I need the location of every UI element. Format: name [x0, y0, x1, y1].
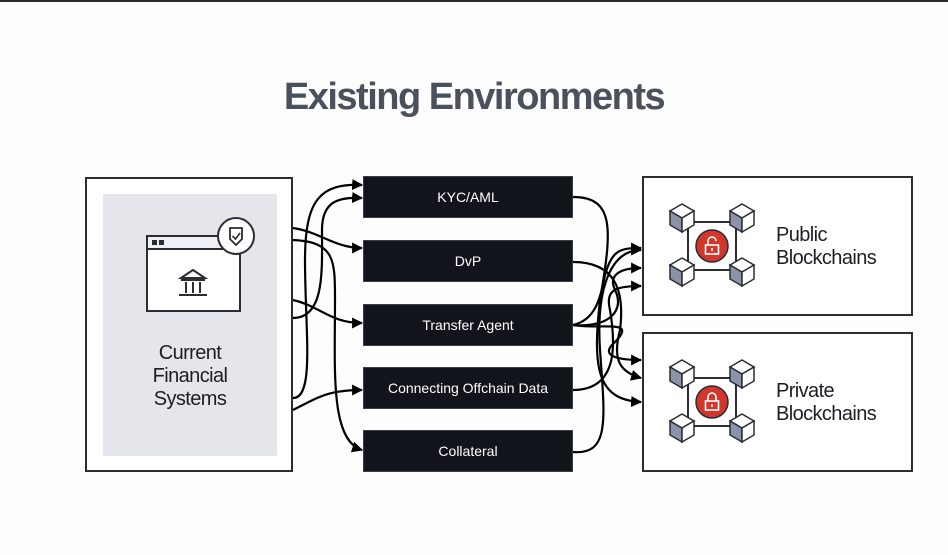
- connector-source-dvp: [292, 226, 364, 254]
- cube-icons: [668, 359, 756, 444]
- target-private-blockchains: Private Blockchains: [642, 332, 913, 472]
- source-box-current-financial-systems: Current Financial Systems: [85, 177, 293, 472]
- source-panel: Current Financial Systems: [103, 194, 277, 456]
- locked-padlock-icon: [695, 385, 729, 419]
- service-collateral: Collateral: [363, 430, 573, 472]
- connector-source-kyc-a: [292, 179, 364, 400]
- cube-icons: [668, 203, 756, 288]
- target-public-blockchains: Public Blockchains: [642, 176, 913, 316]
- service-connecting-offchain-data: Connecting Offchain Data: [363, 367, 573, 409]
- bank-icon: [177, 268, 209, 296]
- connector-source-kyc-b: [292, 192, 364, 320]
- unlocked-padlock-icon: [695, 229, 729, 263]
- connector-transfer-public-a: [572, 242, 643, 327]
- connector-source-offchain: [292, 384, 364, 411]
- connector-collateral-public: [572, 244, 643, 454]
- connector-source-collateral: [292, 238, 364, 453]
- bank-window-with-shield-icon: [146, 217, 255, 312]
- shield-check-icon: [217, 217, 255, 255]
- source-label: Current Financial Systems: [152, 342, 228, 410]
- top-border: [0, 0, 948, 2]
- target-label: Public Blockchains: [776, 224, 877, 269]
- connector-source-transfer: [292, 298, 364, 329]
- service-kyc-aml: KYC/AML: [363, 176, 573, 218]
- connector-dvp-private: [572, 260, 643, 381]
- connector-offchain-public: [572, 280, 643, 392]
- page-title: Existing Environments: [283, 76, 666, 118]
- target-label: Private Blockchains: [776, 380, 877, 425]
- connector-transfer-private: [572, 323, 643, 366]
- service-transfer-agent: Transfer Agent: [363, 304, 573, 346]
- service-dvp: DvP: [363, 240, 573, 282]
- blockchain-network-icon: [668, 203, 756, 288]
- connector-kyc-private: [572, 195, 643, 408]
- blockchain-network-icon: [668, 359, 756, 444]
